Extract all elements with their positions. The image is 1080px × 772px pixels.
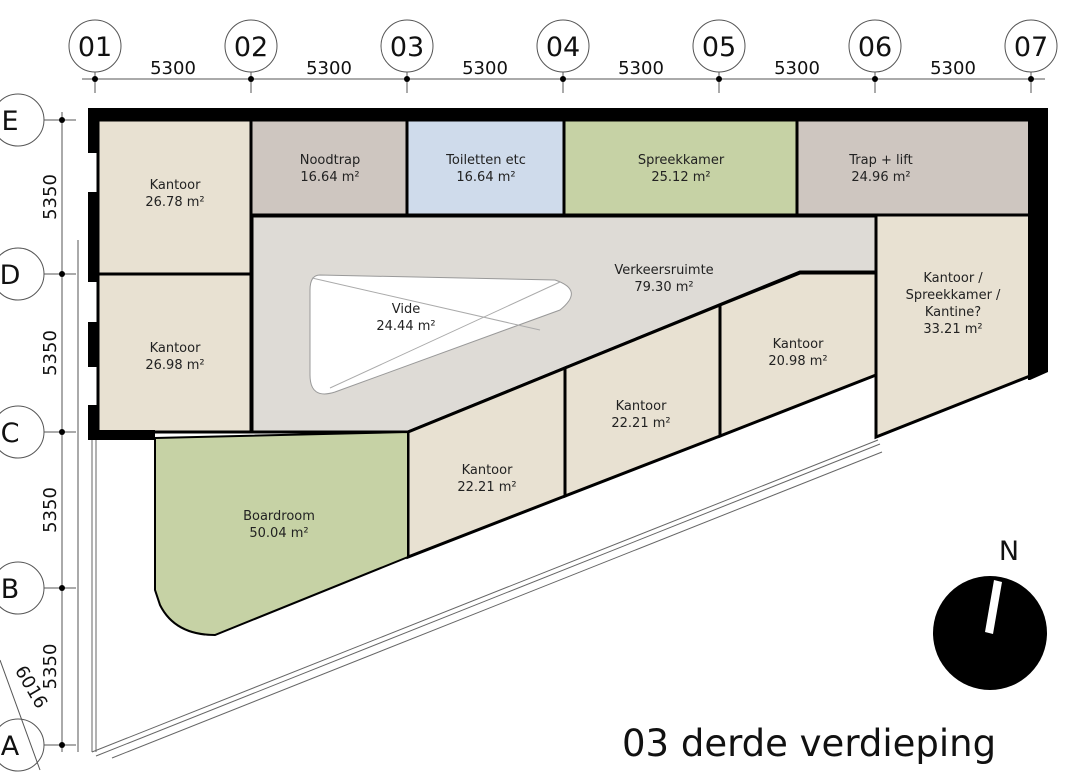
room-label: Kantoor 26.98 m² — [145, 341, 204, 373]
room-name: Kantoor — [150, 341, 202, 356]
room-area: 26.78 m² — [145, 195, 204, 210]
room-name: Kantoor — [616, 399, 668, 414]
room-label: Verkeersruimte 79.30 m² — [614, 263, 713, 295]
room-label: Kantoor / Spreekkamer / Kantine? 33.21 m² — [906, 271, 1001, 337]
row-dimension: 5350 — [40, 174, 61, 220]
room-area: 16.64 m² — [300, 170, 359, 185]
column-dimension: 5300 — [306, 58, 352, 79]
room-name: Spreekkamer / — [906, 288, 1001, 303]
room-label: Kantoor 22.21 m² — [611, 399, 670, 431]
room-toiletten — [405, 118, 566, 217]
room-name: Kantoor / — [923, 271, 983, 286]
room-label: Kantoor 22.21 m² — [457, 463, 516, 495]
row-grid: E D C B A 5350 5350 5350 5350 — [0, 93, 79, 772]
room-kantoor-2 — [96, 272, 253, 434]
grid-column-label: 03 — [390, 32, 424, 63]
room-name: Toiletten etc — [445, 153, 526, 168]
room-name: Spreekkamer — [638, 153, 725, 168]
column-dimension: 5300 — [150, 58, 196, 79]
room-label: Toiletten etc 16.64 m² — [445, 153, 526, 185]
room-area: 22.21 m² — [611, 416, 670, 431]
room-name: Kantoor — [462, 463, 514, 478]
room-area: 24.96 m² — [851, 170, 910, 185]
grid-column-label: 02 — [234, 32, 268, 63]
column-dimension: 5300 — [618, 58, 664, 79]
room-area: 24.44 m² — [376, 319, 435, 334]
room-area: 50.04 m² — [249, 526, 308, 541]
room-label: Trap + lift 24.96 m² — [848, 153, 912, 185]
room-area: 20.98 m² — [768, 354, 827, 369]
vide-opening — [309, 274, 572, 395]
row-dimension: 5350 — [40, 330, 61, 376]
room-name: Trap + lift — [848, 153, 912, 168]
room-trap-lift — [795, 118, 1032, 217]
room-name: Kantoor — [150, 178, 202, 193]
grid-column-label: 07 — [1014, 32, 1048, 63]
column-dimension: 5300 — [930, 58, 976, 79]
room-area: 79.30 m² — [634, 280, 693, 295]
room-area: 26.98 m² — [145, 358, 204, 373]
room-label: Vide 24.44 m² — [376, 302, 435, 334]
row-dimension: 5350 — [40, 644, 61, 690]
room-boardroom — [154, 430, 409, 637]
room-name: Vide — [392, 302, 420, 317]
column-dimension: 5300 — [462, 58, 508, 79]
room-area: 16.64 m² — [456, 170, 515, 185]
room-label: Kantoor 20.98 m² — [768, 337, 827, 369]
row-dimension: 5350 — [40, 487, 61, 533]
walls — [88, 108, 1048, 440]
grid-column-label: 04 — [546, 32, 580, 63]
room-name: Verkeersruimte — [614, 263, 713, 278]
drawing-title: 03 derde verdieping — [622, 722, 996, 765]
grid-row-label: E — [1, 106, 18, 137]
compass-label: N — [999, 536, 1019, 567]
room-label: Kantoor 26.78 m² — [145, 178, 204, 210]
column-grid: 01 02 03 04 05 06 07 5300 5300 5300 5300 5300 5300 — [68, 19, 1058, 93]
grid-column-label: 05 — [702, 32, 736, 63]
room-area: 25.12 m² — [651, 170, 710, 185]
room-name: Kantine? — [925, 305, 981, 320]
north-compass: N — [933, 536, 1047, 690]
room-label: Noodtrap 16.64 m² — [300, 153, 361, 185]
room-label: Boardroom 50.04 m² — [243, 509, 315, 541]
room-area: 22.21 m² — [457, 480, 516, 495]
grid-column-label: 01 — [78, 32, 112, 63]
room-label: Spreekkamer 25.12 m² — [638, 153, 725, 185]
room-area: 33.21 m² — [923, 322, 982, 337]
grid-row-label: D — [0, 260, 20, 291]
grid-row-label: B — [1, 574, 20, 605]
room-kantoor-3 — [718, 271, 878, 439]
grid-row-label: C — [1, 418, 20, 449]
room-name: Boardroom — [243, 509, 315, 524]
room-name: Kantoor — [773, 337, 825, 352]
grid-row-label: A — [1, 731, 20, 762]
grid-column-label: 06 — [858, 32, 892, 63]
column-dimension: 5300 — [774, 58, 820, 79]
room-name: Noodtrap — [300, 153, 361, 168]
